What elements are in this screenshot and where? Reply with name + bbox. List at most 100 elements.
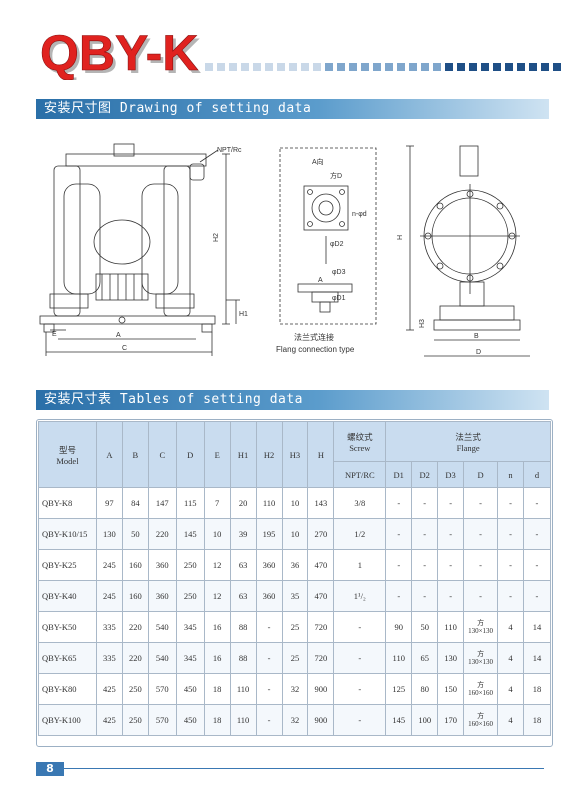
cell-b: 160	[121, 549, 149, 581]
cell-n: -	[497, 580, 524, 612]
setting-drawing: NPT/Rc A E C H2 H1 A向 方D n-φd φD2 φD3 A …	[39, 143, 530, 357]
cell-npt: -	[333, 673, 387, 705]
cell-b: 84	[121, 487, 149, 519]
cell-h1: 110	[229, 704, 257, 736]
header-screw: 螺纹式 Screw	[333, 421, 387, 462]
cell-e: 12	[203, 549, 231, 581]
decor-dot	[481, 63, 489, 71]
cell-h2: 195	[255, 518, 283, 550]
cell-h2: -	[255, 704, 283, 736]
brand-title-shadow: QBY-K	[43, 28, 201, 80]
decor-dot	[529, 63, 537, 71]
decor-dot	[289, 63, 297, 71]
cell-h3: 10	[281, 518, 309, 550]
cell-e: 10	[203, 518, 231, 550]
cell-d: 450	[175, 704, 205, 736]
dim-h1-label: H1	[239, 311, 248, 318]
cell-d: 115	[175, 487, 205, 519]
n-phi-d-label: n-φd	[352, 211, 367, 218]
cell-fd: -	[463, 549, 499, 581]
cell-npt: 3/8	[333, 487, 387, 519]
header-n: n	[497, 461, 524, 488]
header-screw-en: Screw	[349, 442, 371, 453]
phi-d3-label: φD3	[332, 269, 346, 276]
cell-h2: -	[255, 611, 283, 643]
cell-a: 97	[95, 487, 123, 519]
cell-n: 4	[497, 642, 524, 674]
dim-a-label: A	[116, 332, 121, 339]
cell-h: 900	[307, 673, 335, 705]
cell-d2: 65	[411, 642, 439, 674]
decor-dot	[301, 63, 309, 71]
cell-n: 4	[497, 704, 524, 736]
cell-b: 220	[121, 611, 149, 643]
cell-a: 425	[95, 673, 123, 705]
cell-h: 470	[307, 580, 335, 612]
cell-h: 720	[307, 642, 335, 674]
decor-dot	[313, 63, 321, 71]
cell-c: 220	[147, 518, 177, 550]
phi-d2-label: φD2	[330, 241, 344, 248]
decor-dot	[277, 63, 285, 71]
cell-c: 147	[147, 487, 177, 519]
dim-d-label: D	[476, 349, 481, 356]
header-a: A	[95, 421, 123, 488]
header-model-en: Model	[56, 455, 79, 466]
cell-h3: 32	[281, 704, 309, 736]
cell-d3: 110	[437, 611, 465, 643]
dim-h-label: H	[397, 235, 404, 240]
cell-e: 7	[203, 487, 231, 519]
cell-h1: 88	[229, 642, 257, 674]
cell-h1: 63	[229, 580, 257, 612]
header-h: H	[307, 421, 335, 488]
header-flange: 法兰式 Flange	[385, 421, 551, 462]
cell-model: QBY-K40	[38, 580, 97, 612]
header-b: B	[121, 421, 149, 488]
cell-h: 270	[307, 518, 335, 550]
header-screw-cn: 螺纹式	[347, 431, 373, 442]
header-small-d: d	[522, 461, 552, 488]
cell-n: 4	[497, 673, 524, 705]
cell-d: 345	[175, 642, 205, 674]
cell-d2: -	[411, 549, 439, 581]
cell-npt: 1¹/₂	[333, 580, 387, 612]
cell-d2: 80	[411, 673, 439, 705]
decor-dot	[553, 63, 561, 71]
cell-model: QBY-K65	[38, 642, 97, 674]
cell-d2: -	[411, 518, 439, 550]
header-h1: H1	[229, 421, 257, 488]
cell-model: QBY-K8	[38, 487, 97, 519]
cell-d: 250	[175, 580, 205, 612]
header-h3: H3	[281, 421, 309, 488]
drawing-section-title: 安装尺寸图 Drawing of setting data	[36, 99, 549, 119]
decor-dot	[457, 63, 465, 71]
header-flange-cn: 法兰式	[455, 431, 481, 442]
cell-h: 470	[307, 549, 335, 581]
header-e: E	[203, 421, 231, 488]
header-flange-en: Flange	[456, 442, 480, 453]
cell-fd-prefix: 方	[477, 681, 485, 689]
decor-dot	[505, 63, 513, 71]
decor-dot	[373, 63, 381, 71]
cell-h2: 110	[255, 487, 283, 519]
flange-view	[297, 185, 353, 313]
cell-h1: 39	[229, 518, 257, 550]
cell-h2: 360	[255, 580, 283, 612]
cell-d: 250	[175, 549, 205, 581]
cell-d1: -	[385, 487, 413, 519]
cell-a: 335	[95, 642, 123, 674]
dim-h3-label: H3	[419, 319, 426, 328]
header-model: 型号 Model	[38, 421, 97, 488]
cell-h2: -	[255, 642, 283, 674]
cell-npt: -	[333, 704, 387, 736]
square-d-label: 方D	[330, 171, 342, 180]
cell-d3: 170	[437, 704, 465, 736]
cell-model: QBY-K50	[38, 611, 97, 643]
cell-fd-prefix: 方	[477, 619, 485, 627]
cell-d3: 130	[437, 642, 465, 674]
decor-dot	[541, 63, 549, 71]
footer-line	[64, 768, 544, 769]
